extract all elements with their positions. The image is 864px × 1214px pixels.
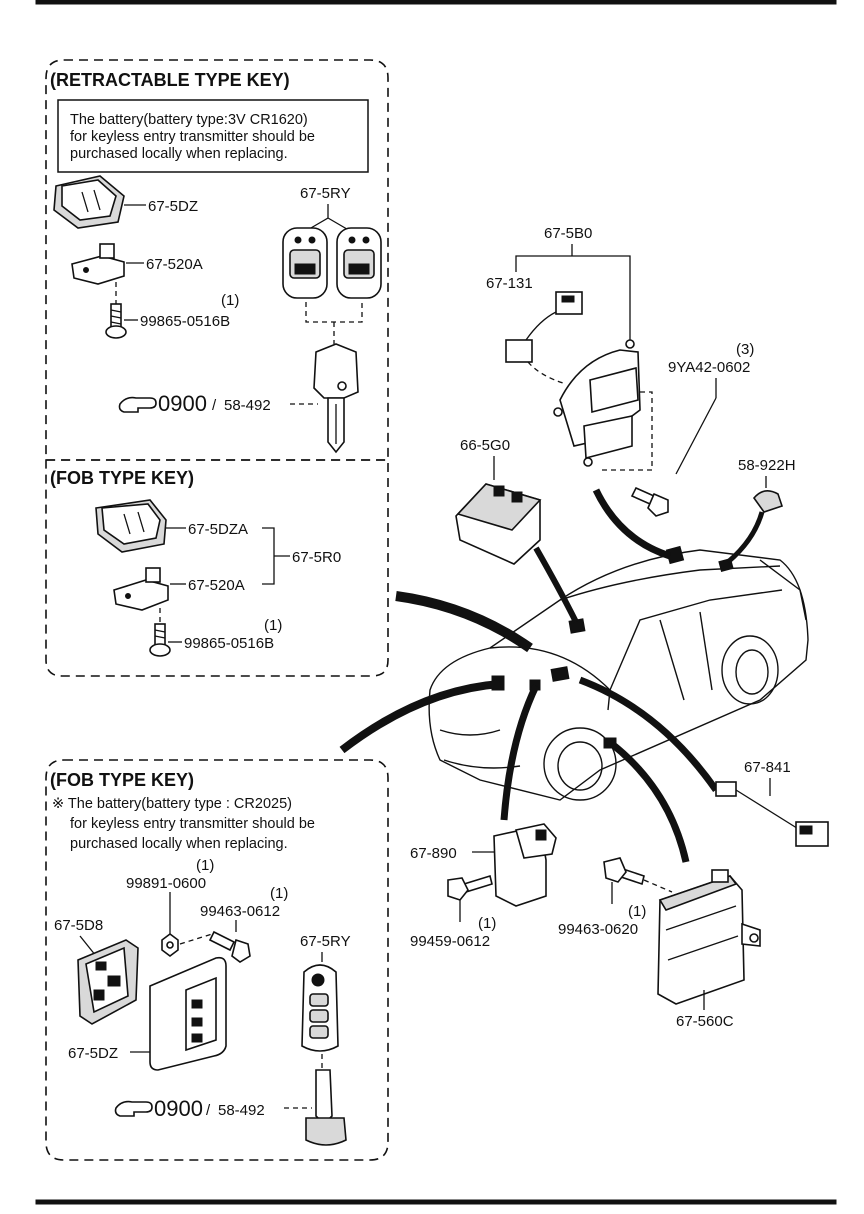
part-67-5ry-retractable-key-right [336,227,382,299]
battery-note-box [57,99,369,173]
label-67-520a-fob: 67-520A [188,577,245,594]
retractable-note-line-1: The battery(battery type:3V CR1620) [70,112,308,128]
part-67-520a-bracket [71,243,125,285]
label-67-5d8: 67-5D8 [54,917,103,934]
part-bolt-9ya42 [630,486,669,517]
label-67-5r0: 67-5R0 [292,549,341,566]
top-rule [35,0,837,5]
label-67-841: 67-841 [744,759,791,776]
ref-separator-a: / [212,397,217,414]
label-qty-9ya42: (3) [736,341,754,358]
part-67-5dza-transmitter [95,499,167,553]
label-99459-0612: 99459-0612 [410,933,490,950]
label-99865-0516b-fob: 99865-0516B [184,635,274,652]
label-67-5dz: 67-5DZ [148,198,198,215]
label-67-890: 67-890 [410,845,457,862]
fob-upper-section-box [45,459,389,677]
part-67-131-harness [505,291,583,363]
part-67-5ry-retractable-key-left [282,227,328,299]
ref-separator-b: / [206,1102,211,1119]
label-99865-0516b: 99865-0516B [140,313,230,330]
part-nut-99891 [161,933,179,957]
part-67-520a-bracket-fob [113,567,169,611]
label-67-5ry-fob: 67-5RY [300,933,351,950]
label-67-520a: 67-520A [146,256,203,273]
fob-lower-note-line-3: purchased locally when replacing. [70,836,288,852]
part-58-922h-cap [752,490,784,513]
pointing-hand-icon [114,1100,153,1117]
ref-code-0900-a: 0900 [158,391,207,416]
label-qty-99865-b: (1) [264,617,282,634]
part-bolt-99459-0612 [447,874,493,901]
pointing-hand-icon [118,396,157,413]
label-99463-0620: 99463-0620 [558,921,638,938]
label-qty-99463-0612: (1) [270,885,288,902]
label-67-131: 67-131 [486,275,533,292]
label-67-560c: 67-560C [676,1013,734,1030]
part-emergency-key-blade [305,1069,347,1146]
part-67-841-antenna [715,781,829,847]
part-67-5dz-transmitter [53,175,125,229]
label-99463-0612: 99463-0612 [200,903,280,920]
retractable-note-line-2: for keyless entry transmitter should be [70,129,315,145]
label-qty-99891: (1) [196,857,214,874]
label-9ya42-0602: 9YA42-0602 [668,359,750,376]
part-67-5b0-module [553,339,641,467]
label-66-5g0: 66-5G0 [460,437,510,454]
part-67-5d8-board [77,939,139,1025]
part-bolt-99463-0612 [208,930,251,963]
part-screw-99865 [105,303,127,339]
retractable-note-line-3: purchased locally when replacing. [70,146,288,162]
fob-lower-note-line-1: ※ The battery(battery type : CR2025) [52,796,292,812]
fob-lower-note-line-2: for keyless entry transmitter should be [70,816,315,832]
part-67-5dz-fob-case [149,956,227,1071]
bottom-rule [35,1199,837,1205]
part-key-blade [313,343,359,454]
label-67-5b0: 67-5B0 [544,225,592,242]
ref-page-58-492-b: 58-492 [218,1102,265,1119]
label-67-5dz-fob: 67-5DZ [68,1045,118,1062]
label-67-5ry: 67-5RY [300,185,351,202]
retractable-title: (RETRACTABLE TYPE KEY) [50,70,290,90]
leader-sweeps [339,488,765,863]
label-67-5dza: 67-5DZA [188,521,248,538]
label-qty-99463-0620: (1) [628,903,646,920]
fob-upper-title: (FOB TYPE KEY) [50,468,194,488]
fob-lower-title: (FOB TYPE KEY) [50,770,194,790]
ref-code-0900-b: 0900 [154,1096,203,1121]
ref-page-58-492-a: 58-492 [224,397,271,414]
car-illustration [428,545,809,801]
part-67-560c-module [657,869,761,1005]
part-67-5ry-smart-key [301,964,339,1052]
retractable-section-box [45,59,389,461]
part-66-5g0-unit [455,483,542,565]
label-58-922h: 58-922H [738,457,796,474]
label-qty-99865-a: (1) [221,292,239,309]
label-qty-99459: (1) [478,915,496,932]
fob-lower-section-box [45,759,389,1161]
part-screw-99865-fob [149,623,171,657]
label-99891-0600: 99891-0600 [126,875,206,892]
part-67-890-relay [493,823,557,907]
part-bolt-99463-0620 [603,857,645,886]
